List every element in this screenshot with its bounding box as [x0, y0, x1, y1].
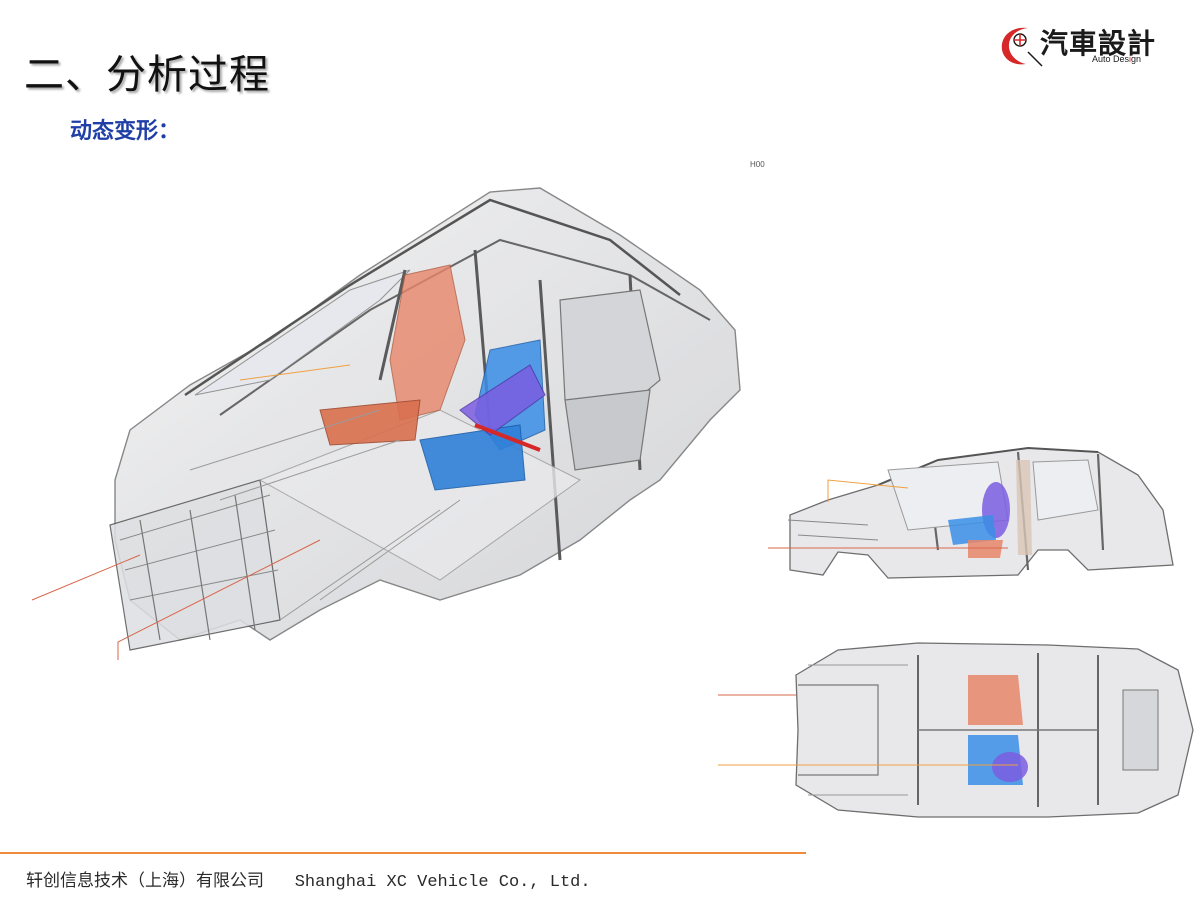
footer-rule [0, 852, 806, 854]
car-body-top-view [718, 642, 1194, 818]
slide-title: 二、分析过程 [24, 52, 270, 98]
slide-subtitle: 动态变形： [70, 119, 181, 144]
logo-text: 汽車設計 [1040, 27, 1157, 60]
footer-company: 轩创信息技术（上海）有限公司 Shanghai XC Vehicle Co., … [26, 866, 591, 892]
footer-company-en: Shanghai XC Vehicle Co., Ltd. [294, 873, 591, 892]
crescent-wheel-logo-icon [1001, 27, 1043, 67]
car-body-side-view [768, 446, 1174, 579]
footer-company-cn: 轩创信息技术（上海）有限公司 [26, 871, 264, 891]
company-logo: 汽車設計 Auto Design [998, 22, 1168, 68]
car-body-isometric-view [31, 187, 741, 660]
view-label: H00 [750, 160, 765, 169]
logo-subtext: Auto Design [1092, 54, 1142, 64]
